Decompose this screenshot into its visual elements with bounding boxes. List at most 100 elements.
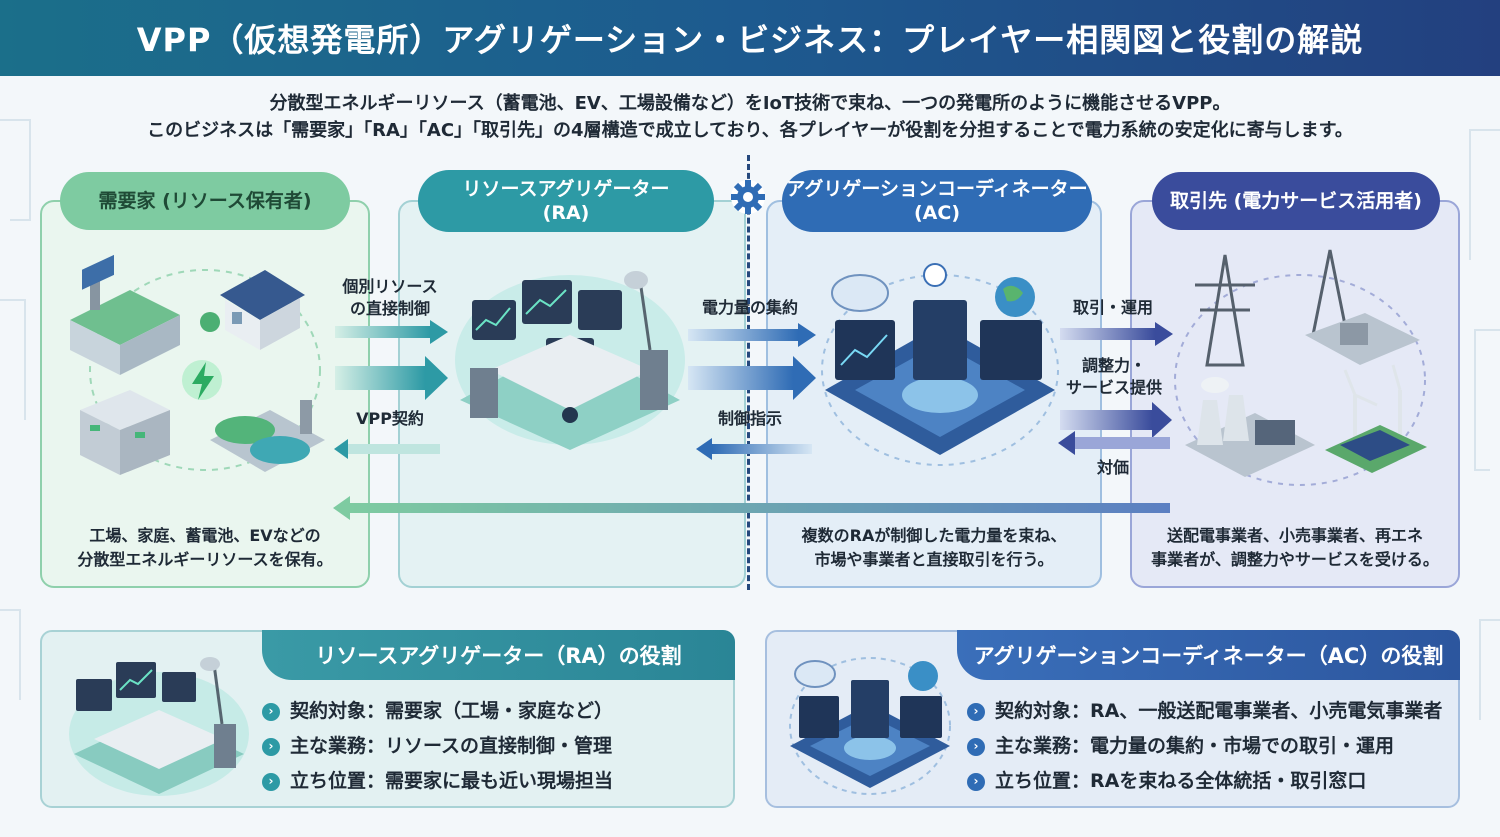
arrow-vpp-contract [335, 356, 448, 400]
ra-title: リソースアグリゲーター (RA) [418, 170, 714, 232]
monitor-icon [472, 280, 622, 368]
ac-title-line-1: アグリゲーションコーディネーター [786, 178, 1088, 200]
ac-caption: 複数のRAが制御した電力量を束ね、 市場や事業者と直接取引を行う。 [766, 524, 1102, 572]
partner-caption-line-1: 送配電事業者、小売事業者、再エネ [1166, 526, 1423, 545]
monitor-icon [799, 680, 942, 738]
transmission-tower-icon [1195, 249, 1420, 367]
flow-label-direct-control-line-1: 個別リソース [342, 277, 438, 296]
header-banner: VPP（仮想発電所）アグリゲーション・ビジネス：プレイヤー相関図と役割の解説 [0, 0, 1500, 76]
arrow-trade [1060, 322, 1173, 346]
ac-role-item-2: 主な業務：電力量の集約・市場での取引・運用 [995, 735, 1395, 757]
partner-caption-line-2: 事業者が、調整力やサービスを受ける。 [1151, 550, 1439, 569]
flow-label-service-line-1: 調整力・ [1081, 356, 1146, 375]
battery-icon [80, 390, 170, 475]
server-icon [470, 350, 668, 418]
chevron-right-icon: › [262, 772, 280, 791]
ev-icon [210, 400, 325, 472]
consumer-caption-line-2: 分散型エネルギーリソースを保有。 [77, 550, 333, 569]
intro-line-2: このビジネスは「需要家」「RA」「AC」「取引先」の4層構造で成立しており、各プ… [147, 120, 1353, 141]
monitor-icon [835, 300, 1042, 380]
ra-role-illustration [69, 657, 249, 796]
factory-icon [70, 254, 180, 375]
power-plant-icon [1185, 377, 1315, 477]
flow-label-trade: 取引・運用 [1072, 298, 1153, 317]
partner-title: 取引先 (電力サービス活用者) [1152, 172, 1440, 230]
cloud-icon [794, 660, 836, 688]
ac-illustration [821, 263, 1059, 466]
flow-label-service: 調整力・ サービス提供 [1052, 355, 1176, 399]
flow-label-direct-control: 個別リソース の直接制御 [330, 276, 450, 320]
list-item: › 契約対象：RA、一般送配電事業者、小売電気事業者 [967, 694, 1442, 729]
ra-illustration [455, 271, 685, 450]
chevron-right-icon: › [262, 702, 280, 721]
arrow-control-back [334, 439, 440, 459]
ac-caption-line-1: 複数のRAが制御した電力量を束ね、 [801, 526, 1067, 545]
lightning-icon [182, 360, 222, 400]
cloud-icon [831, 274, 889, 312]
arrow-compensation [1058, 431, 1170, 455]
partner-panel [1130, 200, 1460, 588]
chevron-right-icon: › [262, 737, 280, 756]
ac-caption-line-2: 市場や事業者と直接取引を行う。 [814, 550, 1054, 569]
gear-icon [731, 180, 765, 214]
list-item: › 立ち位置：需要家に最も近い現場担当 [262, 764, 613, 799]
wind-turbine-icon [1343, 364, 1402, 445]
ra-title-line-2: (RA) [542, 202, 590, 224]
ra-role-item-1: 契約対象：需要家（工場・家庭など） [290, 700, 614, 722]
arrow-aggregation [688, 323, 816, 347]
antenna-icon [200, 657, 224, 725]
flow-label-aggregation: 電力量の集約 [701, 298, 798, 317]
ra-role-list: › 契約対象：需要家（工場・家庭など） › 主な業務：リソースの直接制御・管理 › 立… [262, 694, 613, 799]
arrow-direct-control [335, 320, 448, 344]
arrow-long-return [333, 496, 1170, 520]
ra-role-panel: リソースアグリゲーター（RA）の役割 › 契約対象：需要家（工場・家庭など） › 主… [40, 630, 735, 808]
ac-title: アグリゲーションコーディネーター (AC) [782, 170, 1092, 232]
flow-label-control-command: 制御指示 [717, 409, 782, 428]
ac-title-line-2: (AC) [913, 202, 960, 224]
flow-label-direct-control-line-2: の直接制御 [349, 299, 430, 318]
chevron-right-icon: › [967, 772, 985, 791]
ac-role-illustration [789, 657, 951, 795]
consumer-caption-line-1: 工場、家庭、蓄電池、EVなどの [89, 526, 321, 545]
list-item: › 契約対象：需要家（工場・家庭など） [262, 694, 613, 729]
partner-illustration [1174, 249, 1427, 486]
ra-title-line-1: リソースアグリゲーター [462, 178, 670, 200]
chevron-right-icon: › [967, 737, 985, 756]
monitor-icon [76, 662, 196, 711]
flow-label-service-line-2: サービス提供 [1065, 378, 1162, 397]
globe-icon [923, 263, 1035, 317]
arrow-aggregation-main [688, 356, 816, 400]
consumer-title-text: 需要家 (リソース保有者) [98, 190, 312, 212]
ac-role-list: › 契約対象：RA、一般送配電事業者、小売電気事業者 › 主な業務：電力量の集約・市… [967, 694, 1442, 799]
consumer-illustration [70, 254, 325, 475]
partner-title-text: 取引先 (電力サービス活用者) [1170, 190, 1422, 212]
antenna-icon [624, 271, 652, 351]
server-icon [214, 724, 236, 768]
globe-icon [908, 661, 938, 691]
list-item: › 主な業務：電力量の集約・市場での取引・運用 [967, 729, 1442, 764]
solar-panel-icon [1325, 425, 1427, 473]
house-icon [200, 270, 305, 350]
intro-line-1: 分散型エネルギーリソース（蓄電池、EV、工場設備など）をIoT技術で束ね、一つの… [269, 93, 1231, 114]
partner-caption: 送配電事業者、小売事業者、再エネ 事業者が、調整力やサービスを受ける。 [1130, 524, 1460, 572]
list-item: › 立ち位置：RAを束ねる全体統括・取引窓口 [967, 764, 1442, 799]
consumer-title: 需要家 (リソース保有者) [60, 172, 350, 230]
intro-text: 分散型エネルギーリソース（蓄電池、EV、工場設備など）をIoT技術で束ね、一つの… [0, 90, 1500, 144]
chevron-right-icon: › [967, 702, 985, 721]
page-title: VPP（仮想発電所）アグリゲーション・ビジネス：プレイヤー相関図と役割の解説 [136, 21, 1364, 59]
ac-role-heading: アグリゲーションコーディネーター（AC）の役割 [957, 630, 1460, 680]
ac-role-panel: アグリゲーションコーディネーター（AC）の役割 › 契約対象：RA、一般送配電事業… [765, 630, 1460, 808]
flow-label-vpp-contract: VPP契約 [356, 409, 424, 428]
ra-role-item-3: 立ち位置：需要家に最も近い現場担当 [290, 770, 614, 792]
ra-role-heading: リソースアグリゲーター（RA）の役割 [262, 630, 735, 680]
arrow-command [696, 438, 812, 460]
ra-role-item-2: 主な業務：リソースの直接制御・管理 [290, 735, 613, 757]
flow-label-compensation: 対価 [1096, 458, 1129, 477]
ac-role-item-3: 立ち位置：RAを束ねる全体統括・取引窓口 [995, 770, 1367, 792]
list-item: › 主な業務：リソースの直接制御・管理 [262, 729, 613, 764]
arrow-service [1060, 402, 1172, 438]
consumer-caption: 工場、家庭、蓄電池、EVなどの 分散型エネルギーリソースを保有。 [40, 524, 370, 572]
ac-role-item-1: 契約対象：RA、一般送配電事業者、小売電気事業者 [995, 700, 1443, 722]
